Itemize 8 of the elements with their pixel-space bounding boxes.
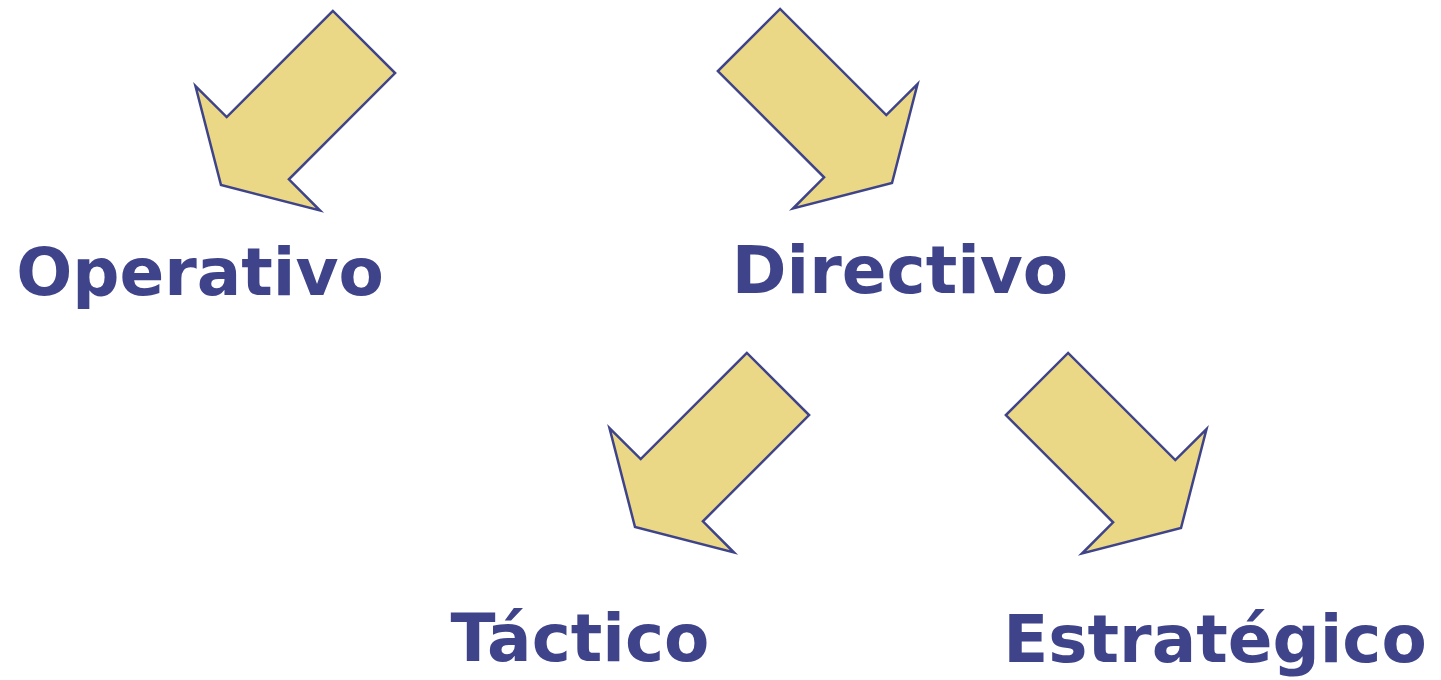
level-label: Táctico <box>450 603 710 676</box>
level-label: Directivo <box>731 235 1069 308</box>
level-label: Estratégico <box>1003 604 1427 677</box>
block-arrow <box>1004 351 1209 556</box>
block-arrow <box>716 7 920 211</box>
block-arrow <box>607 351 811 555</box>
level-label: Operativo <box>16 237 384 310</box>
block-arrow <box>193 9 397 213</box>
